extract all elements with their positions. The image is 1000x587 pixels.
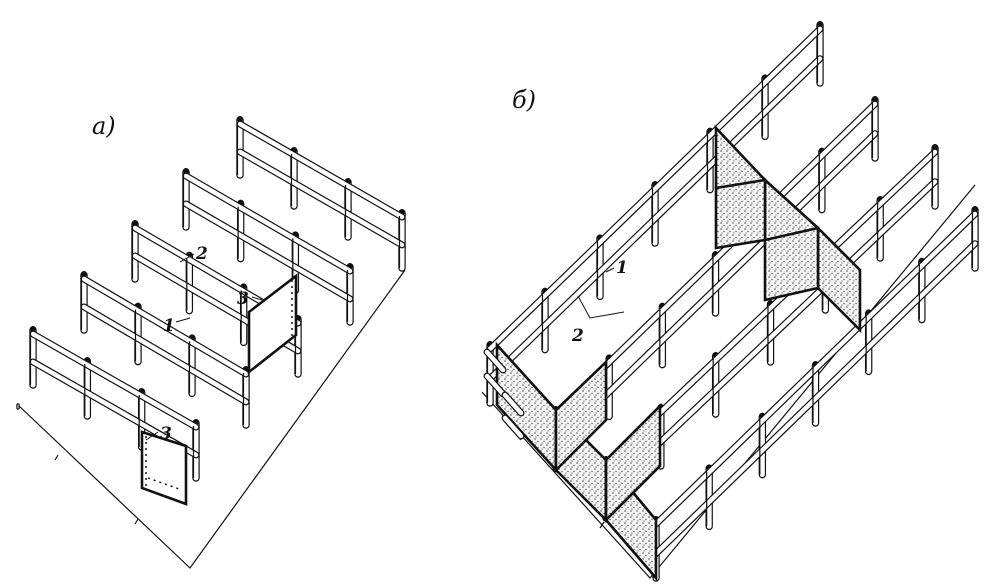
rail-a1-0 <box>182 172 354 275</box>
rail-b3-1 <box>652 240 979 558</box>
rail-a4-0 <box>29 330 200 431</box>
post-cap-a3-0 <box>81 271 87 277</box>
fence-a1 <box>182 168 354 326</box>
stippled-panel-7 <box>604 402 662 524</box>
rail-b0-1 <box>486 55 824 383</box>
panel-a-fences <box>16 116 406 569</box>
rail-stub-3 <box>501 414 525 440</box>
callout-b-2: 2 <box>572 326 584 346</box>
panel-b-fences <box>481 21 979 582</box>
rail-a3-1 <box>80 303 250 406</box>
callout-a-2: 2 <box>196 244 208 264</box>
post-cap-b3-6 <box>972 206 978 212</box>
leader-a-1 <box>175 317 191 323</box>
stippled-panel-6 <box>554 358 608 474</box>
leader-b-2 <box>577 295 625 319</box>
rail-a3-0 <box>80 275 250 378</box>
callout-b-1: 1 <box>616 258 628 278</box>
panel-b-label: б) <box>512 86 537 114</box>
stippled-panel-9 <box>763 226 820 302</box>
rail-stub-2 <box>501 391 525 417</box>
stippled-panel-0 <box>495 341 558 474</box>
leader-a-2 <box>179 253 195 263</box>
post-cap-a2-0 <box>132 220 138 226</box>
fence-a0 <box>236 116 406 272</box>
leader-b-1 <box>605 267 615 273</box>
dim-tick-b2 <box>599 521 605 529</box>
post-cap-b0-6 <box>817 21 823 27</box>
callout-a-1: 1 <box>163 316 175 336</box>
post-cap-b1-6 <box>872 96 878 102</box>
callout-a-3-bottom: 3 <box>160 424 172 444</box>
fence-a3 <box>80 271 250 429</box>
rail-a0-0 <box>236 120 406 221</box>
leader-a-3-top <box>251 296 263 301</box>
rail-b0-0 <box>486 25 824 353</box>
rail-b3-0 <box>652 210 979 528</box>
panel-a-label: а) <box>92 112 116 140</box>
post-cap-a1-0 <box>183 168 189 174</box>
leader-a-3-bottom <box>145 431 159 441</box>
fence-b3 <box>652 206 979 582</box>
rail-a0-1 <box>236 148 406 249</box>
joint-panel-a-top <box>247 273 298 375</box>
dim-tick-a2 <box>134 518 139 525</box>
rail-stub-0 <box>483 348 507 374</box>
rail-stub-1 <box>483 372 507 398</box>
post-cap-a4-0 <box>30 326 36 332</box>
bolts-a-bottom-2 <box>147 477 183 491</box>
stippled-panel-8 <box>714 178 767 250</box>
rail-b1-0 <box>552 100 879 418</box>
post-cap-a0-0 <box>237 116 243 122</box>
ground-a <box>17 269 406 569</box>
joint-panel-a-bottom <box>140 430 188 506</box>
rail-b1-1 <box>552 130 879 448</box>
post-cap-b2-6 <box>932 144 938 150</box>
callout-a-3-top: 3 <box>237 289 249 309</box>
rail-a1-1 <box>182 200 354 303</box>
dim-tick-a1 <box>54 454 59 461</box>
fence-b0 <box>486 21 824 407</box>
